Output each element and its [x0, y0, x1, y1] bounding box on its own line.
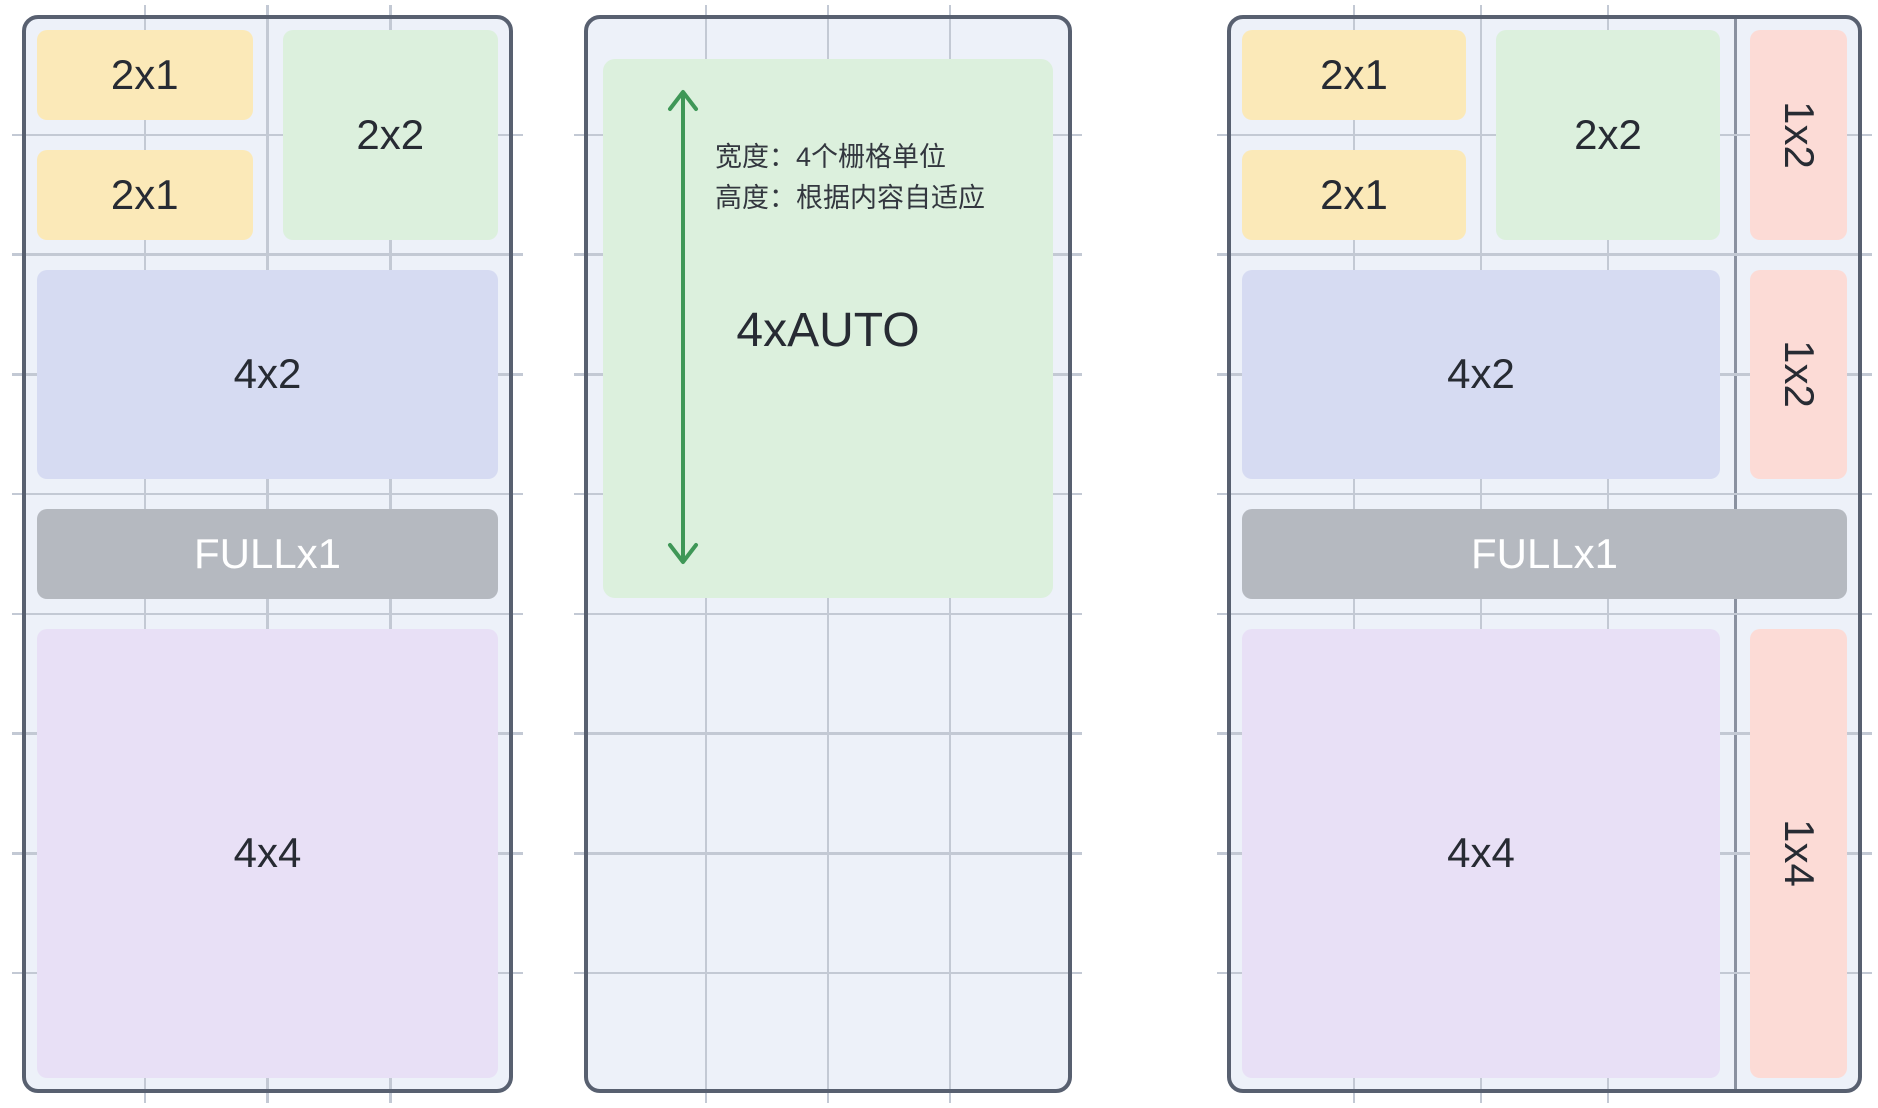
grid-row-line — [12, 492, 523, 496]
widget-size-label: 4x2 — [233, 350, 302, 398]
widget-size-label: 1x4 — [1775, 819, 1823, 888]
note-width: 宽度：4个栅格单位 — [715, 142, 947, 172]
widget-size-label: 4x4 — [233, 829, 302, 877]
widget-size-label: 2x2 — [356, 110, 425, 158]
grid-row-line — [574, 612, 1082, 616]
widget-2x2: 2x2 — [282, 30, 498, 240]
grid-row-line — [1217, 612, 1872, 616]
grid-row-line — [574, 732, 1082, 735]
widget-4x4: 4x4 — [37, 628, 498, 1078]
widget-1x4: 1x4 — [1750, 628, 1847, 1078]
widget-size-label: 2x1 — [110, 50, 179, 98]
widget-size-label: 2x2 — [1574, 110, 1642, 158]
widget-4x2: 4x2 — [37, 269, 498, 480]
widget-size-label: 1x2 — [1775, 340, 1823, 409]
grid-row-line — [12, 253, 523, 256]
widget-2x1: 2x1 — [37, 30, 253, 120]
widget-size-label: 4x2 — [1447, 350, 1515, 398]
grid-row-line — [12, 133, 523, 137]
vertical-double-arrow-icon — [668, 90, 698, 564]
widget-1x2: 1x2 — [1750, 30, 1847, 240]
widget-size-label: 4x4 — [1447, 829, 1515, 877]
widget-size-label: FULLx1 — [193, 529, 342, 577]
widget-size-label: 2x1 — [110, 170, 179, 218]
panel-auto-height: 宽度：4个栅格单位高度：根据内容自适应 4xAUTO — [574, 5, 1082, 1103]
widget-fullx1: FULLx1 — [1242, 509, 1847, 599]
grid-row-line — [1217, 253, 1872, 256]
auto-size-notes: 宽度：4个栅格单位高度：根据内容自适应 — [715, 137, 985, 219]
widget-2x1: 2x1 — [37, 149, 253, 240]
widget-2x2: 2x2 — [1496, 30, 1720, 240]
grid-row-line — [574, 971, 1082, 975]
widget-2x1: 2x1 — [1242, 149, 1466, 240]
widget-4x4: 4x4 — [1242, 628, 1720, 1078]
widget-4xauto: 宽度：4个栅格单位高度：根据内容自适应 4xAUTO — [603, 59, 1053, 598]
grid-row-line — [12, 612, 523, 616]
widget-size-label: 2x1 — [1320, 50, 1388, 98]
note-height: 高度：根据内容自适应 — [715, 183, 985, 213]
grid-row-line — [1217, 492, 1872, 496]
widget-fullx1: FULLx1 — [37, 509, 498, 599]
widget-size-label: 1x2 — [1775, 100, 1823, 169]
widget-size-label: 2x1 — [1320, 170, 1388, 218]
widget-size-label: 4xAUTO — [736, 304, 920, 357]
widget-1x2: 1x2 — [1750, 269, 1847, 480]
widget-4x2: 4x2 — [1242, 269, 1720, 480]
widget-2x1: 2x1 — [1242, 30, 1466, 120]
grid-row-line — [574, 852, 1082, 855]
widget-size-label: FULLx1 — [1470, 529, 1619, 577]
